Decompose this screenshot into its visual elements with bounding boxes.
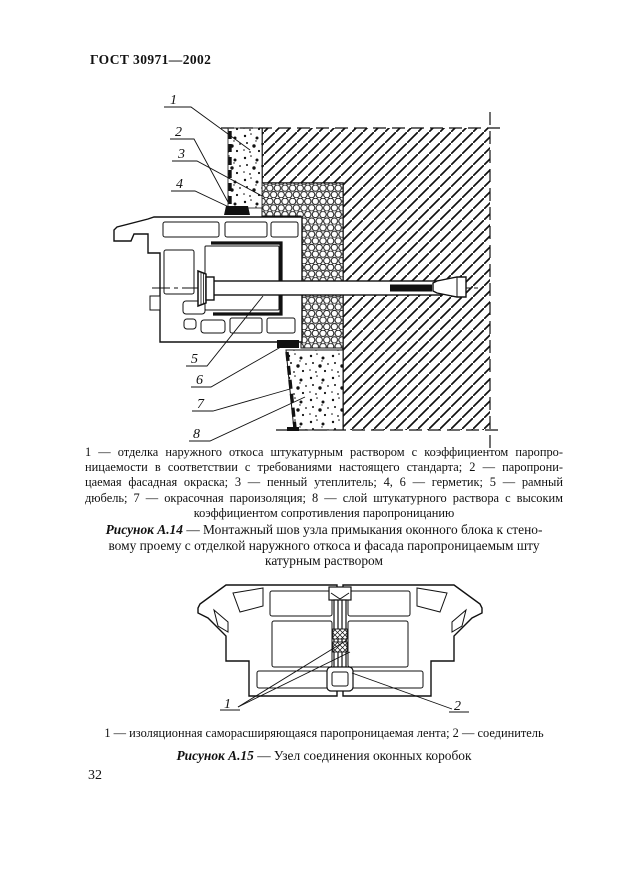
callout-5: 5 [191, 352, 198, 367]
callout-1: 1 [224, 697, 231, 712]
a15-caption-text: — Узел соединения оконных коробок [257, 748, 472, 763]
callout-2: 2 [454, 699, 461, 714]
callout-6: 6 [196, 373, 203, 388]
callout-1: 1 [170, 93, 177, 108]
figure-a15-drawing: 1 2 [197, 584, 483, 714]
callout-8: 8 [193, 427, 200, 442]
right-frame-profile [342, 584, 483, 697]
callout-7: 7 [197, 397, 205, 412]
a14-legend-line: 1 — отделка наружного откоса штукатурным… [85, 445, 563, 459]
callout-4: 4 [176, 177, 183, 192]
vapor-barrier-foot [287, 427, 299, 431]
a14-leader-lines [164, 106, 306, 442]
a14-legend-line: коэффициентом сопротивления паропроницан… [193, 505, 455, 520]
steel-reinforcement [211, 241, 283, 316]
a14-legend-line: дюбель; 7 — окрасочная пароизоляция; 8 —… [85, 490, 563, 505]
callout-3: 3 [177, 147, 185, 162]
a15-legend: 1 — изоляционная саморасширяющаяся пароп… [104, 726, 544, 740]
a14-caption-label: Рисунок А.14 [105, 522, 183, 537]
sealing-tape-hatched [332, 628, 348, 653]
gost-standard-header: ГОСТ 30971—2002 [90, 52, 212, 67]
a14-legend: 1 — отделка наружного откоса штукатурным… [85, 445, 563, 521]
a15-leader-lines [220, 639, 469, 713]
plaster-strip-outer-slope [227, 127, 263, 209]
sealant-blob-bottom [277, 340, 299, 348]
a14-caption-line: катурным раствором [265, 553, 383, 569]
vapor-barrier-dashes [285, 351, 297, 429]
a14-legend-line: ницаемости в соответствии с требованиями… [85, 460, 563, 475]
callout-2: 2 [175, 125, 182, 140]
a14-caption-line: вому проему с отделкой наружного откоса … [108, 537, 540, 553]
a14-caption-text: — Монтажный шов узла примыкания оконного… [186, 522, 543, 537]
a14-caption: Рисунок А.14 — Монтажный шов узла примык… [75, 522, 573, 569]
wall-boundary-dashes [221, 112, 501, 448]
figure-a14-drawing: 1 2 3 4 5 6 7 8 [113, 93, 501, 448]
sealant-blob-top [224, 206, 250, 215]
a15-caption: Рисунок А.15 — Узел соединения оконных к… [75, 748, 573, 764]
a15-caption-label: Рисунок А.15 [176, 748, 254, 763]
a14-caption-line: Рисунок А.14 — Монтажный шов узла примык… [75, 522, 573, 538]
outer-plaster-layer [285, 349, 344, 431]
left-frame-profile [197, 584, 338, 697]
page-number: 32 [88, 768, 102, 783]
a14-legend-line: цаемая фасадная окраска; 3 — пенный утеп… [85, 475, 563, 490]
frame-dowel-screw [152, 269, 482, 308]
